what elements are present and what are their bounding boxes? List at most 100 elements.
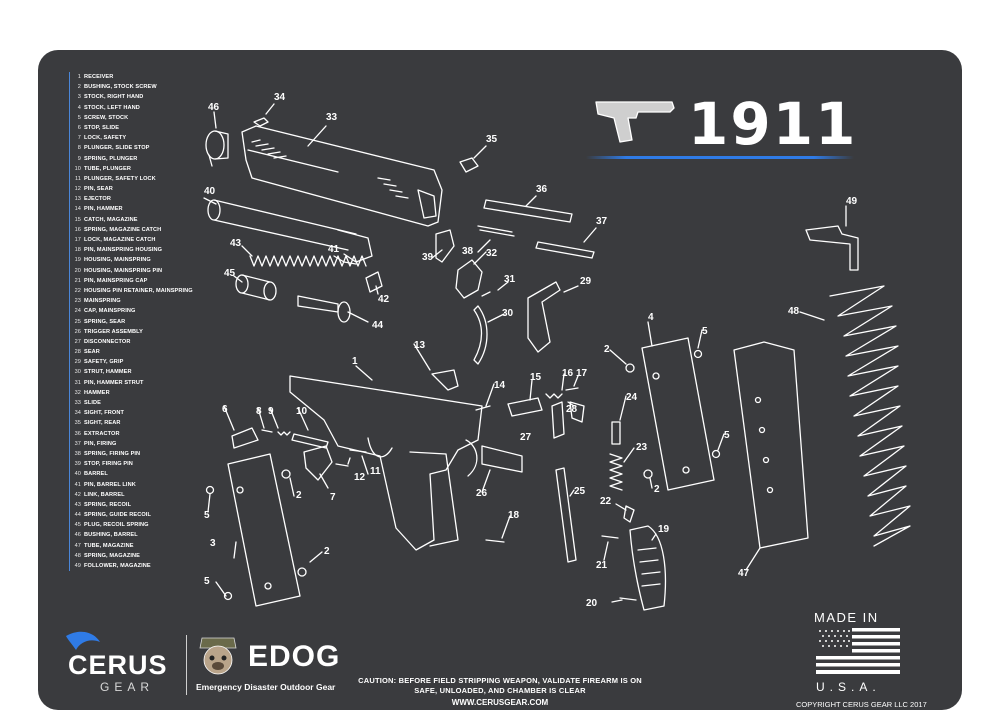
sear	[569, 401, 585, 423]
part-callout: 2	[296, 490, 302, 501]
part-name: SPRING, SEAR	[84, 318, 126, 325]
part-name: PIN, MAINSPRING CAP	[84, 277, 148, 284]
plunger-spring	[277, 431, 291, 436]
stock-bushing	[281, 469, 291, 479]
part-number: 18	[74, 247, 81, 254]
made-in-label: MADE IN	[814, 610, 879, 625]
part-name: LOCK, MAGAZINE CATCH	[84, 237, 156, 243]
mainspring-housing-pin	[485, 539, 505, 543]
barrel-bushing	[205, 130, 229, 167]
part-callout: 8	[256, 406, 262, 417]
part-number: 23	[74, 298, 81, 305]
stock-bushing	[643, 469, 653, 479]
part-callout: 6	[222, 404, 228, 415]
part-number: 9	[77, 155, 81, 162]
part-number: 38	[74, 450, 81, 457]
part-callout: 3	[210, 538, 216, 549]
part-number: 21	[74, 277, 81, 284]
part-callout: 20	[586, 598, 598, 609]
part-callout: 14	[494, 380, 506, 391]
housing-pin	[619, 597, 637, 601]
brand-divider	[186, 635, 187, 695]
part-callout: 19	[658, 524, 670, 535]
part-callout: 2	[654, 484, 660, 495]
slide-stop	[231, 427, 259, 449]
part-name: STRUT, HAMMER	[84, 369, 132, 376]
part-number: 47	[74, 542, 81, 549]
part-name: LINK, BARREL	[84, 491, 125, 498]
cerus-gear-logo-icon	[66, 631, 100, 650]
part-name: CAP, MAINSPRING	[84, 308, 136, 315]
part-name: SPRING, RECOIL	[84, 501, 132, 508]
part-callout: 30	[502, 308, 514, 319]
part-name: SLIDE	[84, 400, 101, 406]
mainspring	[609, 453, 623, 491]
sear-spring	[555, 467, 577, 563]
part-callout: 22	[600, 496, 612, 507]
copyright-text: COPYRIGHT CERUS GEAR LLC 2017	[796, 700, 927, 709]
part-number: 8	[77, 145, 81, 152]
firing-pin	[535, 241, 595, 259]
slide	[241, 125, 443, 227]
stock-bushing	[297, 567, 307, 577]
part-callout: 18	[508, 510, 520, 521]
stock-screw	[693, 349, 703, 359]
part-name: BUSHING, BARREL	[84, 532, 138, 539]
disconnector	[551, 401, 565, 439]
part-callout: 46	[208, 102, 220, 113]
part-number: 25	[74, 318, 81, 325]
part-number: 22	[74, 287, 81, 294]
part-number: 4	[77, 104, 81, 111]
barrel-link	[365, 271, 383, 293]
part-number: 32	[74, 389, 81, 396]
magazine-catch-lock	[565, 387, 579, 391]
part-name: CATCH, MAGAZINE	[84, 216, 138, 223]
part-number: 24	[74, 308, 81, 315]
part-callout: 29	[580, 276, 592, 287]
part-callout: 16	[562, 368, 574, 379]
part-name: HAMMER	[84, 389, 110, 396]
part-callout: 17	[576, 368, 588, 379]
part-number: 34	[74, 410, 81, 417]
part-callout: 13	[414, 340, 426, 351]
extractor	[483, 199, 573, 223]
part-name: HOUSING PIN RETAINER, MAINSPRING	[84, 287, 193, 294]
part-name: PLUNGER, SAFETY LOCK	[84, 175, 156, 182]
part-name: SIGHT, REAR	[84, 420, 121, 427]
barrel	[207, 199, 373, 263]
edog-bulldog-icon	[199, 637, 237, 675]
part-number: 17	[74, 237, 81, 243]
part-callout: 34	[274, 92, 286, 103]
part-name: STOP, FIRING PIN	[84, 461, 133, 468]
stock-screw	[711, 449, 721, 459]
part-number: 30	[74, 369, 81, 376]
housing-pin-retainer	[623, 505, 635, 523]
part-number: 3	[77, 94, 81, 101]
part-name: SPRING, GUIDE RECOIL	[84, 512, 151, 519]
pistol-silhouette-icon	[595, 101, 675, 143]
grip-left	[641, 337, 715, 491]
part-number: 31	[74, 379, 81, 386]
part-name: EXTRACTOR	[84, 430, 120, 437]
website-link[interactable]: WWW.CERUSGEAR.COM	[451, 698, 549, 707]
magazine-tube	[733, 341, 809, 549]
part-callout: 47	[738, 568, 750, 579]
